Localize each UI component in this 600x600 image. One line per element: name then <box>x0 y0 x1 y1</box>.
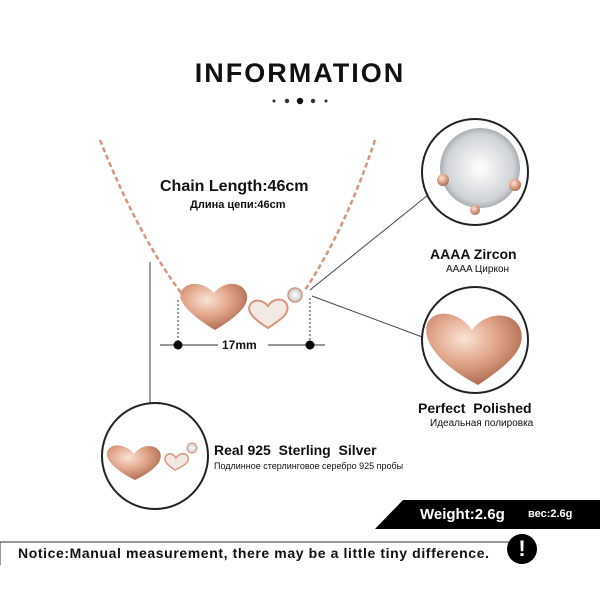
notice-text: Notice:Manual measurement, there may be … <box>18 545 490 561</box>
callout-lines <box>149 194 429 404</box>
weight-banner <box>375 500 600 529</box>
weight-label-ru: вес:2.6g <box>528 508 573 520</box>
silver-label: Real 925 Sterling Silver <box>214 442 377 458</box>
exclamation-icon: ! <box>507 534 537 564</box>
polished-label: Perfect Polished <box>418 400 532 416</box>
zircon-detail-circle <box>421 118 529 226</box>
dimension-label: 17mm <box>222 338 257 352</box>
chain-length-label-ru: Длина цепи:46cm <box>190 199 286 211</box>
title-dots <box>272 97 328 105</box>
silver-label-ru: Подлинное стерлинговое серебро 925 пробы <box>214 461 404 471</box>
zircon-label-ru: AAAA Циркон <box>446 264 510 275</box>
page-title: INFORMATION <box>194 58 406 88</box>
chain <box>98 139 377 299</box>
zircon-label: AAAA Zircon <box>430 246 517 262</box>
polished-label-ru: Идеальная полировка <box>430 418 534 429</box>
dimension-marker <box>160 298 325 350</box>
chain-length-label: Chain Length:46cm <box>160 178 309 195</box>
silver-detail-circle <box>101 402 209 510</box>
polished-detail-circle <box>421 286 529 394</box>
pendant-hearts <box>180 283 303 330</box>
weight-label: Weight:2.6g <box>420 506 505 523</box>
